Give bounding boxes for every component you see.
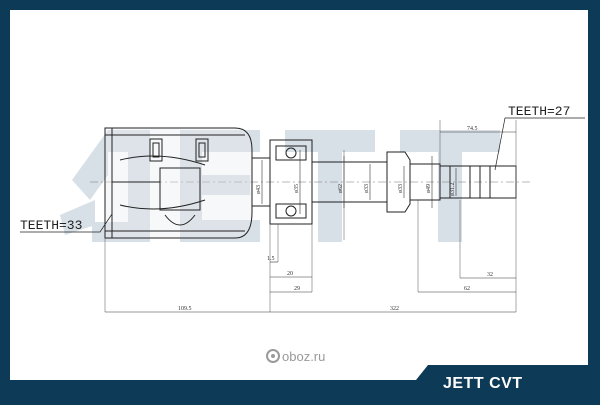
- footer-tab: [400, 365, 600, 400]
- dia-33-a: ø33: [364, 184, 370, 193]
- shaft-assembly: [251, 139, 517, 225]
- dim-109-5: 109.5: [178, 306, 192, 312]
- watermark-text: oboz.ru: [282, 349, 325, 364]
- dim-62: 62: [464, 286, 470, 292]
- watermark-dot-icon: [271, 354, 275, 358]
- drawing-panel: [10, 10, 588, 380]
- dim-32: 32: [487, 272, 493, 278]
- dim-29: 29: [294, 286, 300, 292]
- dia-35: ø35: [294, 184, 300, 193]
- teeth-left-label: TEETH=33: [20, 218, 82, 233]
- dim-20: 20: [287, 271, 293, 277]
- dimension-lines: [105, 131, 516, 313]
- teeth-right-label: TEETH=27: [508, 104, 570, 119]
- dim-74-5: 74.5: [467, 126, 478, 132]
- dia-33-b: ø33: [398, 184, 404, 193]
- dia-43: ø43: [256, 185, 262, 194]
- dim-322: 322: [390, 306, 399, 312]
- dia-62: ø62: [338, 184, 344, 193]
- dia-49: ø49: [426, 184, 432, 193]
- cv-joint-housing: [104, 127, 253, 239]
- dia-31-2: ø31.2: [450, 183, 456, 197]
- watermark-ring-icon: [266, 349, 280, 363]
- leader-lines: [20, 117, 585, 233]
- footer-brand-label: JETT CVT: [443, 375, 523, 392]
- dim-1-5: 1.5: [267, 256, 275, 262]
